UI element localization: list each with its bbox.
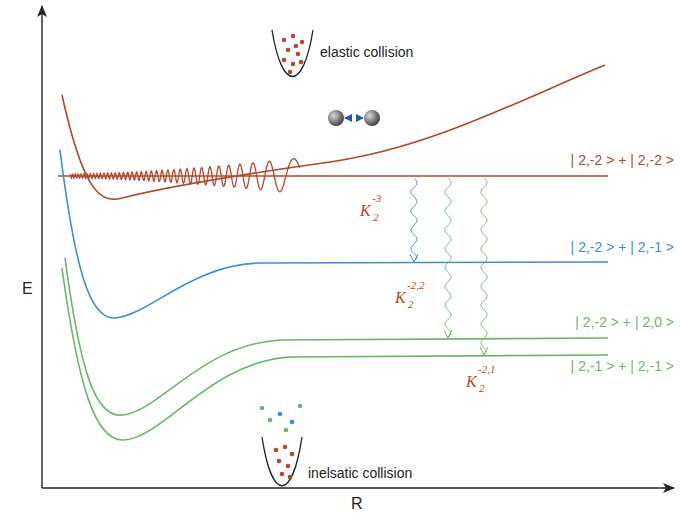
potential-curve bbox=[65, 258, 608, 415]
trap-potential bbox=[262, 437, 302, 486]
x-axis bbox=[42, 487, 674, 488]
potential-curve bbox=[62, 65, 605, 199]
motion-arrow bbox=[356, 118, 363, 119]
lost-atoms bbox=[260, 404, 303, 433]
state-label: | 2,-2 > + | 2,-2 > bbox=[571, 153, 674, 167]
rate-symbol: K bbox=[360, 203, 371, 219]
rate-symbol: K bbox=[395, 290, 406, 306]
motion-arrow bbox=[345, 118, 352, 119]
potential-curve bbox=[62, 268, 608, 440]
trap-potential bbox=[272, 30, 313, 77]
transition-arrow bbox=[445, 178, 451, 337]
rate-subscript: 2 bbox=[408, 299, 414, 310]
axis-label: E bbox=[22, 281, 33, 297]
state-label: | 2,-1 > + | 2,-1 > bbox=[571, 359, 674, 373]
atom bbox=[328, 110, 344, 126]
y-axis bbox=[41, 6, 42, 488]
rate-superscript: -2,1 bbox=[478, 364, 495, 375]
axis-label: R bbox=[351, 496, 363, 512]
wavefunction bbox=[70, 159, 300, 192]
rate-symbol: K bbox=[466, 374, 477, 390]
potential-curve bbox=[60, 150, 608, 318]
rate-superscript: -3 bbox=[372, 193, 381, 204]
rate-superscript: -2,2 bbox=[407, 280, 424, 291]
state-label: | 2,-2 > + | 2,0 > bbox=[575, 315, 674, 329]
annotation: elastic collision bbox=[320, 45, 413, 59]
annotation: inelsatic collision bbox=[308, 466, 412, 480]
state-label: | 2,-2 > + | 2,-1 > bbox=[571, 240, 674, 254]
transition-arrow bbox=[411, 178, 417, 261]
atom-dots bbox=[274, 445, 295, 480]
rate-subscript: 2 bbox=[373, 212, 379, 223]
atom bbox=[364, 110, 380, 126]
rate-subscript: 2 bbox=[479, 383, 485, 394]
transition-arrow bbox=[481, 178, 487, 354]
atom-dots bbox=[282, 34, 305, 75]
